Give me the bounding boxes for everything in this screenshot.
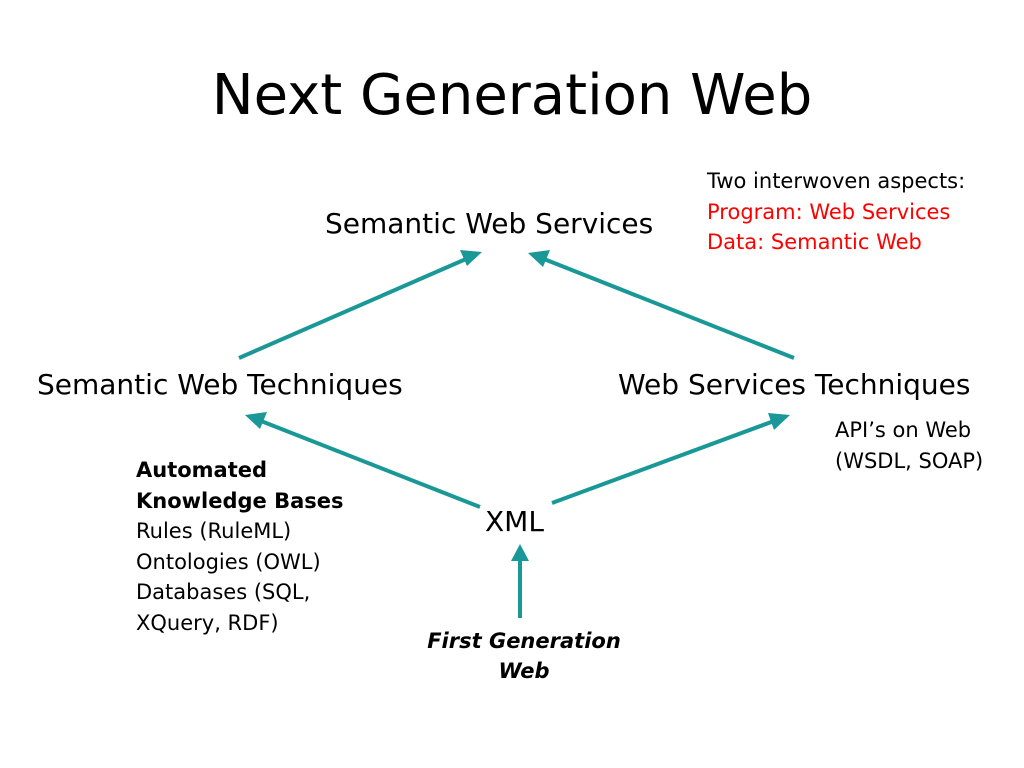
aspects-heading: Two interwoven aspects: (707, 169, 966, 193)
aspects-data: Data: Semantic Web (707, 230, 922, 254)
node-xml: XML (485, 505, 544, 538)
node-semantic-web-services: Semantic Web Services (325, 207, 654, 240)
node-web-services-techniques: Web Services Techniques (618, 368, 971, 401)
aspects-program: Program: Web Services (707, 199, 951, 224)
kb-rules: Rules (RuleML) (136, 519, 292, 543)
node-first-generation-web: First Generation Web (404, 626, 644, 686)
knowledge-base-note: Automated Knowledge Bases Rules (RuleML)… (136, 455, 344, 638)
node-semantic-web-techniques: Semantic Web Techniques (37, 368, 403, 401)
slide-title: Next Generation Web (211, 63, 813, 128)
first-gen-line-2: Web (498, 659, 550, 683)
arrow-semantic-techniques-to-services (238, 250, 482, 360)
aspects-note: Two interwoven aspects: Program: Web Ser… (707, 166, 965, 258)
api-note-line-2: (WSDL, SOAP) (835, 448, 984, 473)
arrow-xml-to-semantic-techniques (245, 412, 481, 509)
kb-heading-line-2: Knowledge Bases (136, 488, 344, 513)
first-gen-line-1: First Generation (427, 629, 621, 653)
arrow-ws-techniques-to-services (528, 250, 795, 360)
arrow-xml-to-ws-techniques (551, 413, 790, 505)
api-note: API’s on Web (WSDL, SOAP) (835, 415, 983, 476)
kb-xquery-rdf: XQuery, RDF) (136, 610, 279, 635)
kb-heading-line-1: Automated (136, 458, 268, 482)
kb-databases: Databases (SQL, (136, 580, 311, 604)
arrow-first-gen-to-xml (511, 544, 529, 618)
kb-ontologies: Ontologies (OWL) (136, 549, 321, 574)
api-note-line-1: API’s on Web (835, 418, 972, 442)
